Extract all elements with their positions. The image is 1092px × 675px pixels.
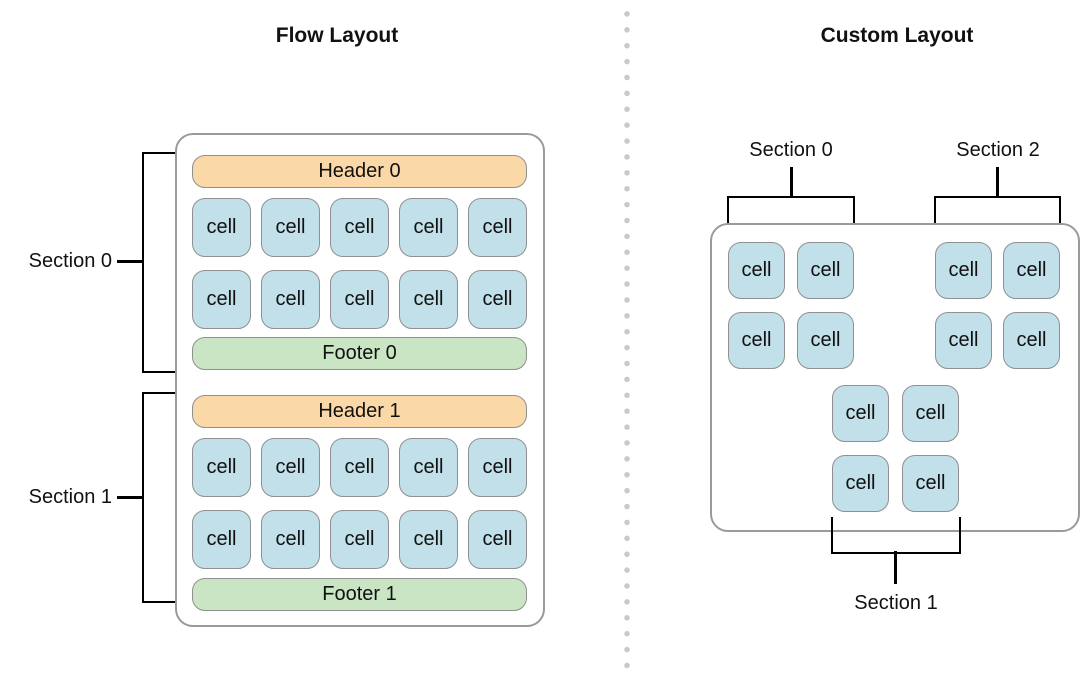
custom-section-2-bracket bbox=[934, 196, 1061, 234]
cell: cell bbox=[330, 438, 389, 497]
custom-section-0-stem-line bbox=[790, 167, 793, 197]
cell: cell bbox=[728, 242, 785, 299]
flow-collection-view: Header 0 cell cell cell cell cell cell c… bbox=[175, 133, 545, 627]
cell: cell bbox=[330, 270, 389, 329]
custom-section-1-bracket bbox=[831, 517, 961, 554]
flow-section-1-label: Section 1 bbox=[28, 486, 112, 508]
flow-section-1-bracket bbox=[142, 392, 182, 603]
flow-section-0-row-0: cell cell cell cell cell bbox=[192, 198, 527, 257]
custom-layout-title: Custom Layout bbox=[820, 24, 974, 47]
custom-section-1-stem-line bbox=[894, 551, 897, 584]
cell: cell bbox=[192, 270, 251, 329]
cell: cell bbox=[261, 438, 320, 497]
custom-collection-view: cell cell cell cell cell cell cell cell … bbox=[710, 223, 1080, 532]
cell: cell bbox=[832, 455, 889, 512]
cell: cell bbox=[330, 198, 389, 257]
dotted-divider bbox=[624, 6, 630, 672]
cell: cell bbox=[399, 270, 458, 329]
custom-section-0-label: Section 0 bbox=[749, 139, 833, 161]
cell: cell bbox=[468, 198, 527, 257]
cell: cell bbox=[468, 510, 527, 569]
flow-section-1-connector-line bbox=[117, 496, 143, 499]
cell: cell bbox=[1003, 312, 1060, 369]
cell: cell bbox=[399, 438, 458, 497]
cell: cell bbox=[468, 438, 527, 497]
flow-section-1-row-0: cell cell cell cell cell bbox=[192, 438, 527, 497]
custom-section-0-bracket bbox=[727, 196, 855, 234]
custom-section-2-stem-line bbox=[996, 167, 999, 197]
cell: cell bbox=[192, 510, 251, 569]
flow-header-0: Header 0 bbox=[192, 155, 527, 188]
cell: cell bbox=[902, 385, 959, 442]
flow-layout-title: Flow Layout bbox=[275, 24, 399, 47]
cell: cell bbox=[192, 438, 251, 497]
cell: cell bbox=[192, 198, 251, 257]
cell: cell bbox=[832, 385, 889, 442]
cell: cell bbox=[330, 510, 389, 569]
cell: cell bbox=[797, 242, 854, 299]
cell: cell bbox=[797, 312, 854, 369]
cell: cell bbox=[261, 270, 320, 329]
cell: cell bbox=[261, 198, 320, 257]
cell: cell bbox=[902, 455, 959, 512]
flow-header-1: Header 1 bbox=[192, 395, 527, 428]
flow-section-0-row-1: cell cell cell cell cell bbox=[192, 270, 527, 329]
cell: cell bbox=[468, 270, 527, 329]
flow-section-0-label: Section 0 bbox=[28, 250, 112, 272]
custom-section-2-label: Section 2 bbox=[956, 139, 1040, 161]
flow-footer-1: Footer 1 bbox=[192, 578, 527, 611]
cell: cell bbox=[1003, 242, 1060, 299]
cell: cell bbox=[935, 312, 992, 369]
cell: cell bbox=[935, 242, 992, 299]
cell: cell bbox=[728, 312, 785, 369]
flow-footer-0: Footer 0 bbox=[192, 337, 527, 370]
flow-section-0-bracket bbox=[142, 152, 182, 373]
flow-section-1-row-1: cell cell cell cell cell bbox=[192, 510, 527, 569]
cell: cell bbox=[261, 510, 320, 569]
cell: cell bbox=[399, 510, 458, 569]
flow-section-0-connector-line bbox=[117, 260, 143, 263]
custom-section-1-label: Section 1 bbox=[854, 592, 938, 614]
cell: cell bbox=[399, 198, 458, 257]
